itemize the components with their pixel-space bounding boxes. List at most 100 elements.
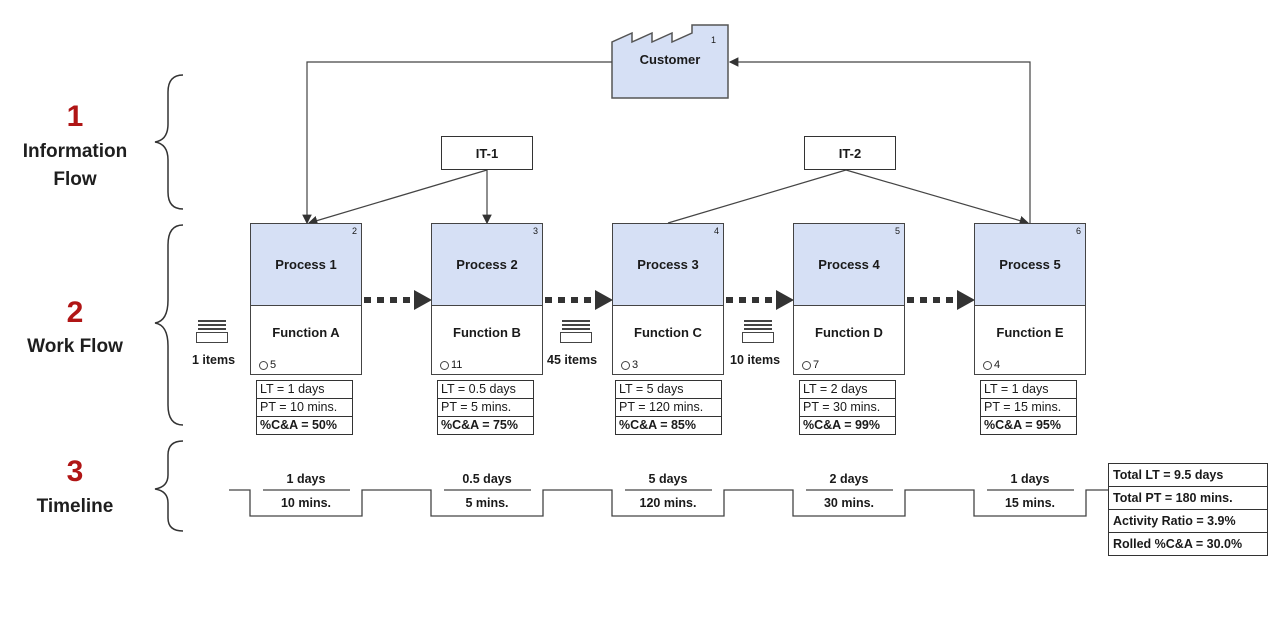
process-header: Process 2	[432, 224, 542, 306]
process-number: 2	[351, 226, 357, 236]
process-name: Process 5	[999, 257, 1061, 272]
process-name: Process 2	[456, 257, 518, 272]
process-time: PT = 10 mins.	[257, 399, 352, 417]
it1-to-process-1-line	[307, 169, 488, 226]
timeline-pt-5: 15 mins.	[1004, 496, 1056, 510]
process-header: Process 1	[251, 224, 361, 306]
process-number: 3	[532, 226, 538, 236]
process-box-3: Process 3 4 Function C 3	[612, 223, 724, 375]
process-header: Process 4	[794, 224, 904, 306]
it-box-2: IT-2	[804, 136, 896, 170]
section-label-line: Timeline	[36, 496, 114, 517]
totals-box: Total LT = 9.5 days Total PT = 180 mins.…	[1108, 463, 1268, 556]
brace-information-flow	[154, 74, 184, 210]
timeline-lt-2: 0.5 days	[462, 472, 512, 486]
process-name: Process 1	[275, 257, 337, 272]
section-number-1: 1	[66, 100, 84, 133]
section-label-line: Flow	[53, 169, 97, 190]
complete-accurate: %C&A = 99%	[803, 418, 880, 432]
customer-factory-shape	[611, 24, 729, 99]
operator-count: 11	[440, 359, 462, 371]
process-name: Process 3	[637, 257, 699, 272]
it2-to-process-5-line	[845, 169, 1030, 226]
inventory-icon	[560, 320, 592, 344]
process-function: Function C	[634, 324, 702, 340]
process-5-to-customer-line	[728, 57, 1031, 223]
data-box-3: LT = 5 days PT = 120 mins. %C&A = 85%	[615, 380, 722, 435]
section-label-line: Work Flow	[27, 336, 123, 357]
brace-timeline	[154, 440, 184, 532]
inventory-label-2: 45 items	[547, 353, 598, 367]
lead-time: LT = 1 days	[981, 381, 1076, 399]
process-number: 6	[1075, 226, 1081, 236]
timeline-lt-3: 5 days	[648, 472, 688, 486]
operator-value: 11	[451, 359, 463, 371]
process-time: PT = 15 mins.	[981, 399, 1076, 417]
operator-count: 4	[983, 359, 1000, 371]
inventory-label-1: 1 items	[192, 353, 236, 367]
brace-work-flow	[154, 224, 184, 426]
section-label-information-flow: Information Flow	[0, 138, 150, 194]
process-function: Function D	[815, 324, 883, 340]
process-box-2: Process 2 3 Function B 11	[431, 223, 543, 375]
operator-value: 4	[994, 359, 1001, 371]
timeline-step-line	[229, 489, 1108, 517]
push-arrow-4-5	[907, 290, 975, 310]
complete-accurate: %C&A = 50%	[260, 418, 337, 432]
lead-time: LT = 0.5 days	[438, 381, 533, 399]
operator-value: 3	[632, 359, 639, 371]
process-function: Function E	[996, 324, 1064, 340]
customer-to-process-1-line	[302, 61, 612, 225]
lead-time: LT = 5 days	[616, 381, 721, 399]
process-function: Function B	[453, 324, 521, 340]
process-time: PT = 30 mins.	[800, 399, 895, 417]
process-box-5: Process 5 6 Function E 4	[974, 223, 1086, 375]
timeline-lt-4: 2 days	[829, 472, 869, 486]
timeline-pt-2: 5 mins.	[465, 496, 509, 510]
push-arrow-2-3	[545, 290, 613, 310]
process-number: 5	[894, 226, 900, 236]
section-label-line: Information	[22, 141, 128, 162]
timeline-pt-3: 120 mins.	[639, 496, 697, 510]
operator-icon	[259, 360, 268, 370]
operator-icon	[983, 360, 992, 370]
it-box-1: IT-1	[441, 136, 533, 170]
lead-time: LT = 2 days	[800, 381, 895, 399]
complete-accurate: %C&A = 95%	[984, 418, 1061, 432]
operator-count: 5	[259, 359, 276, 371]
operator-icon	[802, 360, 811, 370]
lead-time: LT = 1 days	[257, 381, 352, 399]
timeline-lt-5: 1 days	[1010, 472, 1050, 486]
total-process-time: Total PT = 180 mins.	[1109, 487, 1267, 510]
data-box-5: LT = 1 days PT = 15 mins. %C&A = 95%	[980, 380, 1077, 435]
rolled-complete-accurate: Rolled %C&A = 30.0%	[1113, 537, 1243, 551]
process-number: 4	[713, 226, 719, 236]
customer-number: 1	[711, 35, 717, 45]
inventory-icon	[196, 320, 228, 344]
complete-accurate: %C&A = 75%	[441, 418, 518, 432]
timeline-pt-4: 30 mins.	[823, 496, 875, 510]
process-3-to-it2-line	[667, 169, 847, 224]
process-header: Process 5	[975, 224, 1085, 306]
push-arrow-3-4	[726, 290, 794, 310]
operator-icon	[621, 360, 630, 370]
total-lead-time: Total LT = 9.5 days	[1109, 464, 1267, 487]
section-label-work-flow: Work Flow	[0, 333, 150, 361]
operator-value: 5	[270, 359, 277, 371]
timeline-pt-1: 10 mins.	[280, 496, 332, 510]
process-time: PT = 120 mins.	[616, 399, 721, 417]
process-function: Function A	[272, 324, 340, 340]
timeline-lt-1: 1 days	[286, 472, 326, 486]
customer-label: Customer	[639, 52, 701, 67]
process-header: Process 3	[613, 224, 723, 306]
operator-count: 3	[621, 359, 638, 371]
section-number-2: 2	[66, 296, 84, 329]
section-label-timeline: Timeline	[0, 493, 150, 521]
operator-value: 7	[813, 359, 820, 371]
process-name: Process 4	[818, 257, 880, 272]
activity-ratio: Activity Ratio = 3.9%	[1109, 510, 1267, 533]
inventory-icon	[742, 320, 774, 344]
operator-count: 7	[802, 359, 819, 371]
